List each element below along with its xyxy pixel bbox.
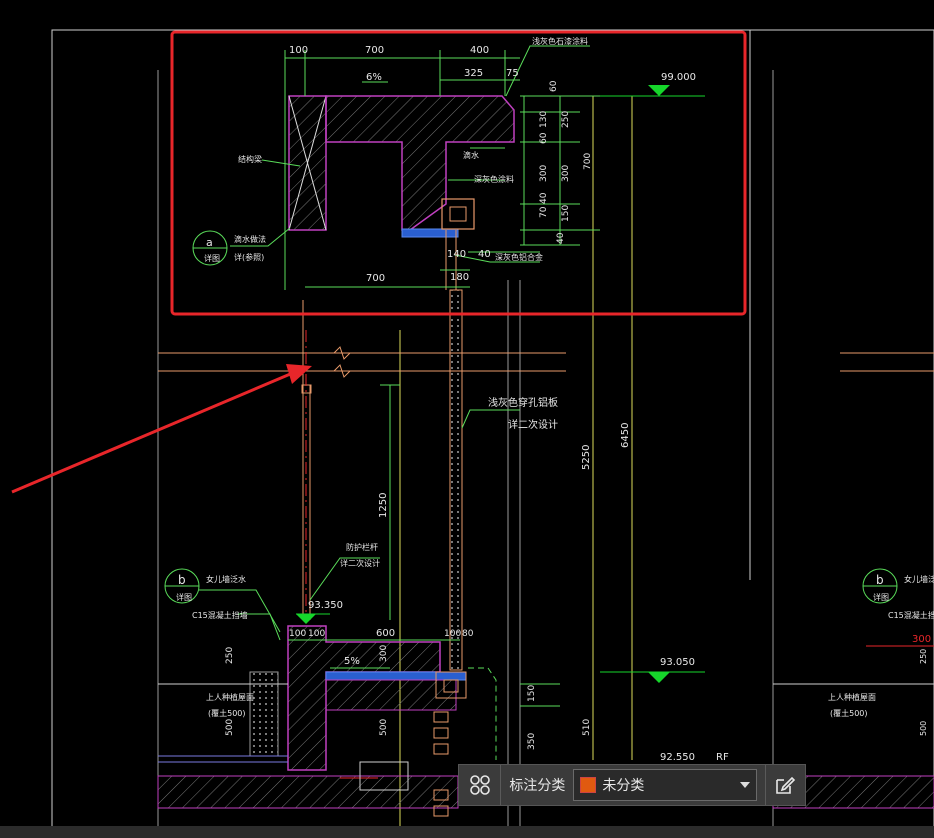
label-wall-right: 女儿墙泛水 [904, 574, 934, 584]
dim-v-250b: 250 [225, 647, 235, 664]
slope-mid: 5% [344, 656, 360, 667]
dim-v-300a: 300 [539, 165, 549, 182]
dim-v-40a: 40 [539, 192, 549, 204]
label-roof-right: 上人种植屋面 [828, 692, 876, 702]
break-symbol-2 [333, 364, 351, 378]
dim-80: 80 [462, 629, 474, 639]
label-concrete-left: C15混凝土挡墙 [192, 610, 248, 620]
dim-r-300: 300 [912, 634, 931, 645]
callout-b2-sub: 详图 [873, 592, 889, 602]
callout-b2-letter: b [876, 573, 884, 587]
label-railing-sub: 详二次设计 [340, 558, 380, 568]
break-lines [158, 352, 934, 372]
label-water-drip: 滴水 [463, 150, 479, 160]
dim-v-130: 130 [539, 111, 549, 128]
dim-top-100: 100 [289, 45, 308, 56]
dim-v-700: 700 [583, 153, 593, 170]
slope-top: 6% [366, 72, 382, 83]
callout-b-sub: 详图 [176, 592, 192, 602]
dim-v-40b: 40 [556, 232, 566, 244]
level-rf: RF [716, 752, 729, 763]
dim-v-150: 150 [561, 205, 571, 222]
callout-b-letter: b [178, 573, 186, 587]
dim-v-500b: 500 [379, 719, 389, 736]
category-select-value: 未分类 [602, 778, 645, 794]
level-9255: 92.550 [660, 752, 695, 763]
label-perforated-panel: 浅灰色穿孔铝板 [488, 396, 558, 409]
dim-v-1250: 1250 [378, 493, 389, 518]
dim-v-60b: 60 [539, 132, 549, 144]
dim-140: 140 [447, 249, 466, 260]
dim-v-250r: 250 [919, 649, 928, 664]
dim-v-5250: 5250 [581, 445, 592, 470]
label-railing: 防护栏杆 [346, 542, 378, 552]
status-strip [0, 826, 934, 838]
level-99: 99.000 [661, 72, 696, 83]
dim-v-150b: 150 [527, 685, 537, 702]
label-roof-left-sub: (覆土500) [208, 708, 246, 718]
level-marker-9335 [296, 614, 316, 624]
category-grid-button[interactable] [459, 765, 502, 805]
label-concrete-right: C15混凝土挡墙 [888, 610, 934, 620]
callout-a-sub: 详图 [204, 253, 220, 263]
category-select[interactable]: 未分类 [573, 769, 757, 801]
dim-v-70: 70 [539, 206, 549, 218]
label-drip-sub: 滴水做法 [234, 234, 266, 244]
break-symbol-1 [333, 346, 351, 360]
dim-top-400: 400 [470, 45, 489, 56]
label-dark-coating: 深灰色涂料 [474, 174, 514, 184]
chevron-down-icon [739, 782, 750, 788]
level-marker-99 [648, 85, 670, 96]
label-second-design: 详二次设计 [508, 418, 558, 431]
callout-a-letter: a [206, 236, 213, 249]
category-label: 标注分类 [509, 778, 566, 794]
category-color-swatch [580, 777, 597, 793]
level-marker-9305 [648, 672, 670, 683]
dim-180: 180 [450, 272, 469, 283]
grid-icon [469, 775, 490, 795]
label-roof-left: 上人种植屋面 [206, 692, 254, 702]
dim-v-60: 60 [549, 80, 559, 92]
label-top-coating: 浅灰色石漆涂料 [532, 36, 588, 46]
dim-v-500a: 500 [225, 719, 235, 736]
vertical-grid [157, 70, 774, 830]
dim-v-500r: 500 [919, 721, 928, 736]
bottom-left-detail [157, 568, 705, 817]
dim-600: 600 [376, 628, 395, 639]
dim-40: 40 [478, 249, 491, 260]
dim-top-325: 325 [464, 68, 483, 79]
label-drip-sub2: 详(参照) [234, 252, 264, 262]
level-9305: 93.050 [660, 657, 695, 668]
sheet-border [51, 29, 934, 831]
dim-100a: 100 [289, 629, 306, 639]
dim-v-300-mid: 300 [379, 645, 389, 662]
dim-bottom-700: 700 [366, 273, 385, 284]
dim-v-250: 250 [561, 111, 571, 128]
dim-top-75: 75 [506, 68, 519, 79]
edit-category-button[interactable] [764, 765, 805, 805]
level-9335: 93.350 [308, 600, 343, 611]
dim-100b: 100 [308, 629, 325, 639]
label-wall-left: 女儿墙泛水 [206, 574, 246, 584]
edit-icon [776, 776, 796, 794]
dim-top-700: 700 [365, 45, 384, 56]
highlight-box [170, 30, 747, 316]
annotation-arrow [11, 364, 312, 494]
label-structure-beam: 结构梁 [238, 154, 262, 164]
label-dark-alloy: 深灰色铝合金 [495, 252, 543, 262]
middle-section [301, 95, 600, 671]
dim-v-350: 350 [527, 733, 537, 750]
dim-100c: 100 [444, 629, 461, 639]
dim-v-6450: 6450 [620, 423, 631, 448]
top-detail [192, 45, 705, 290]
label-roof-right-sub: (覆土500) [830, 708, 868, 718]
dim-v-510: 510 [582, 719, 592, 736]
dim-v-300b: 300 [561, 165, 571, 182]
annotation-category-toolbar: 标注分类 未分类 [458, 764, 806, 806]
